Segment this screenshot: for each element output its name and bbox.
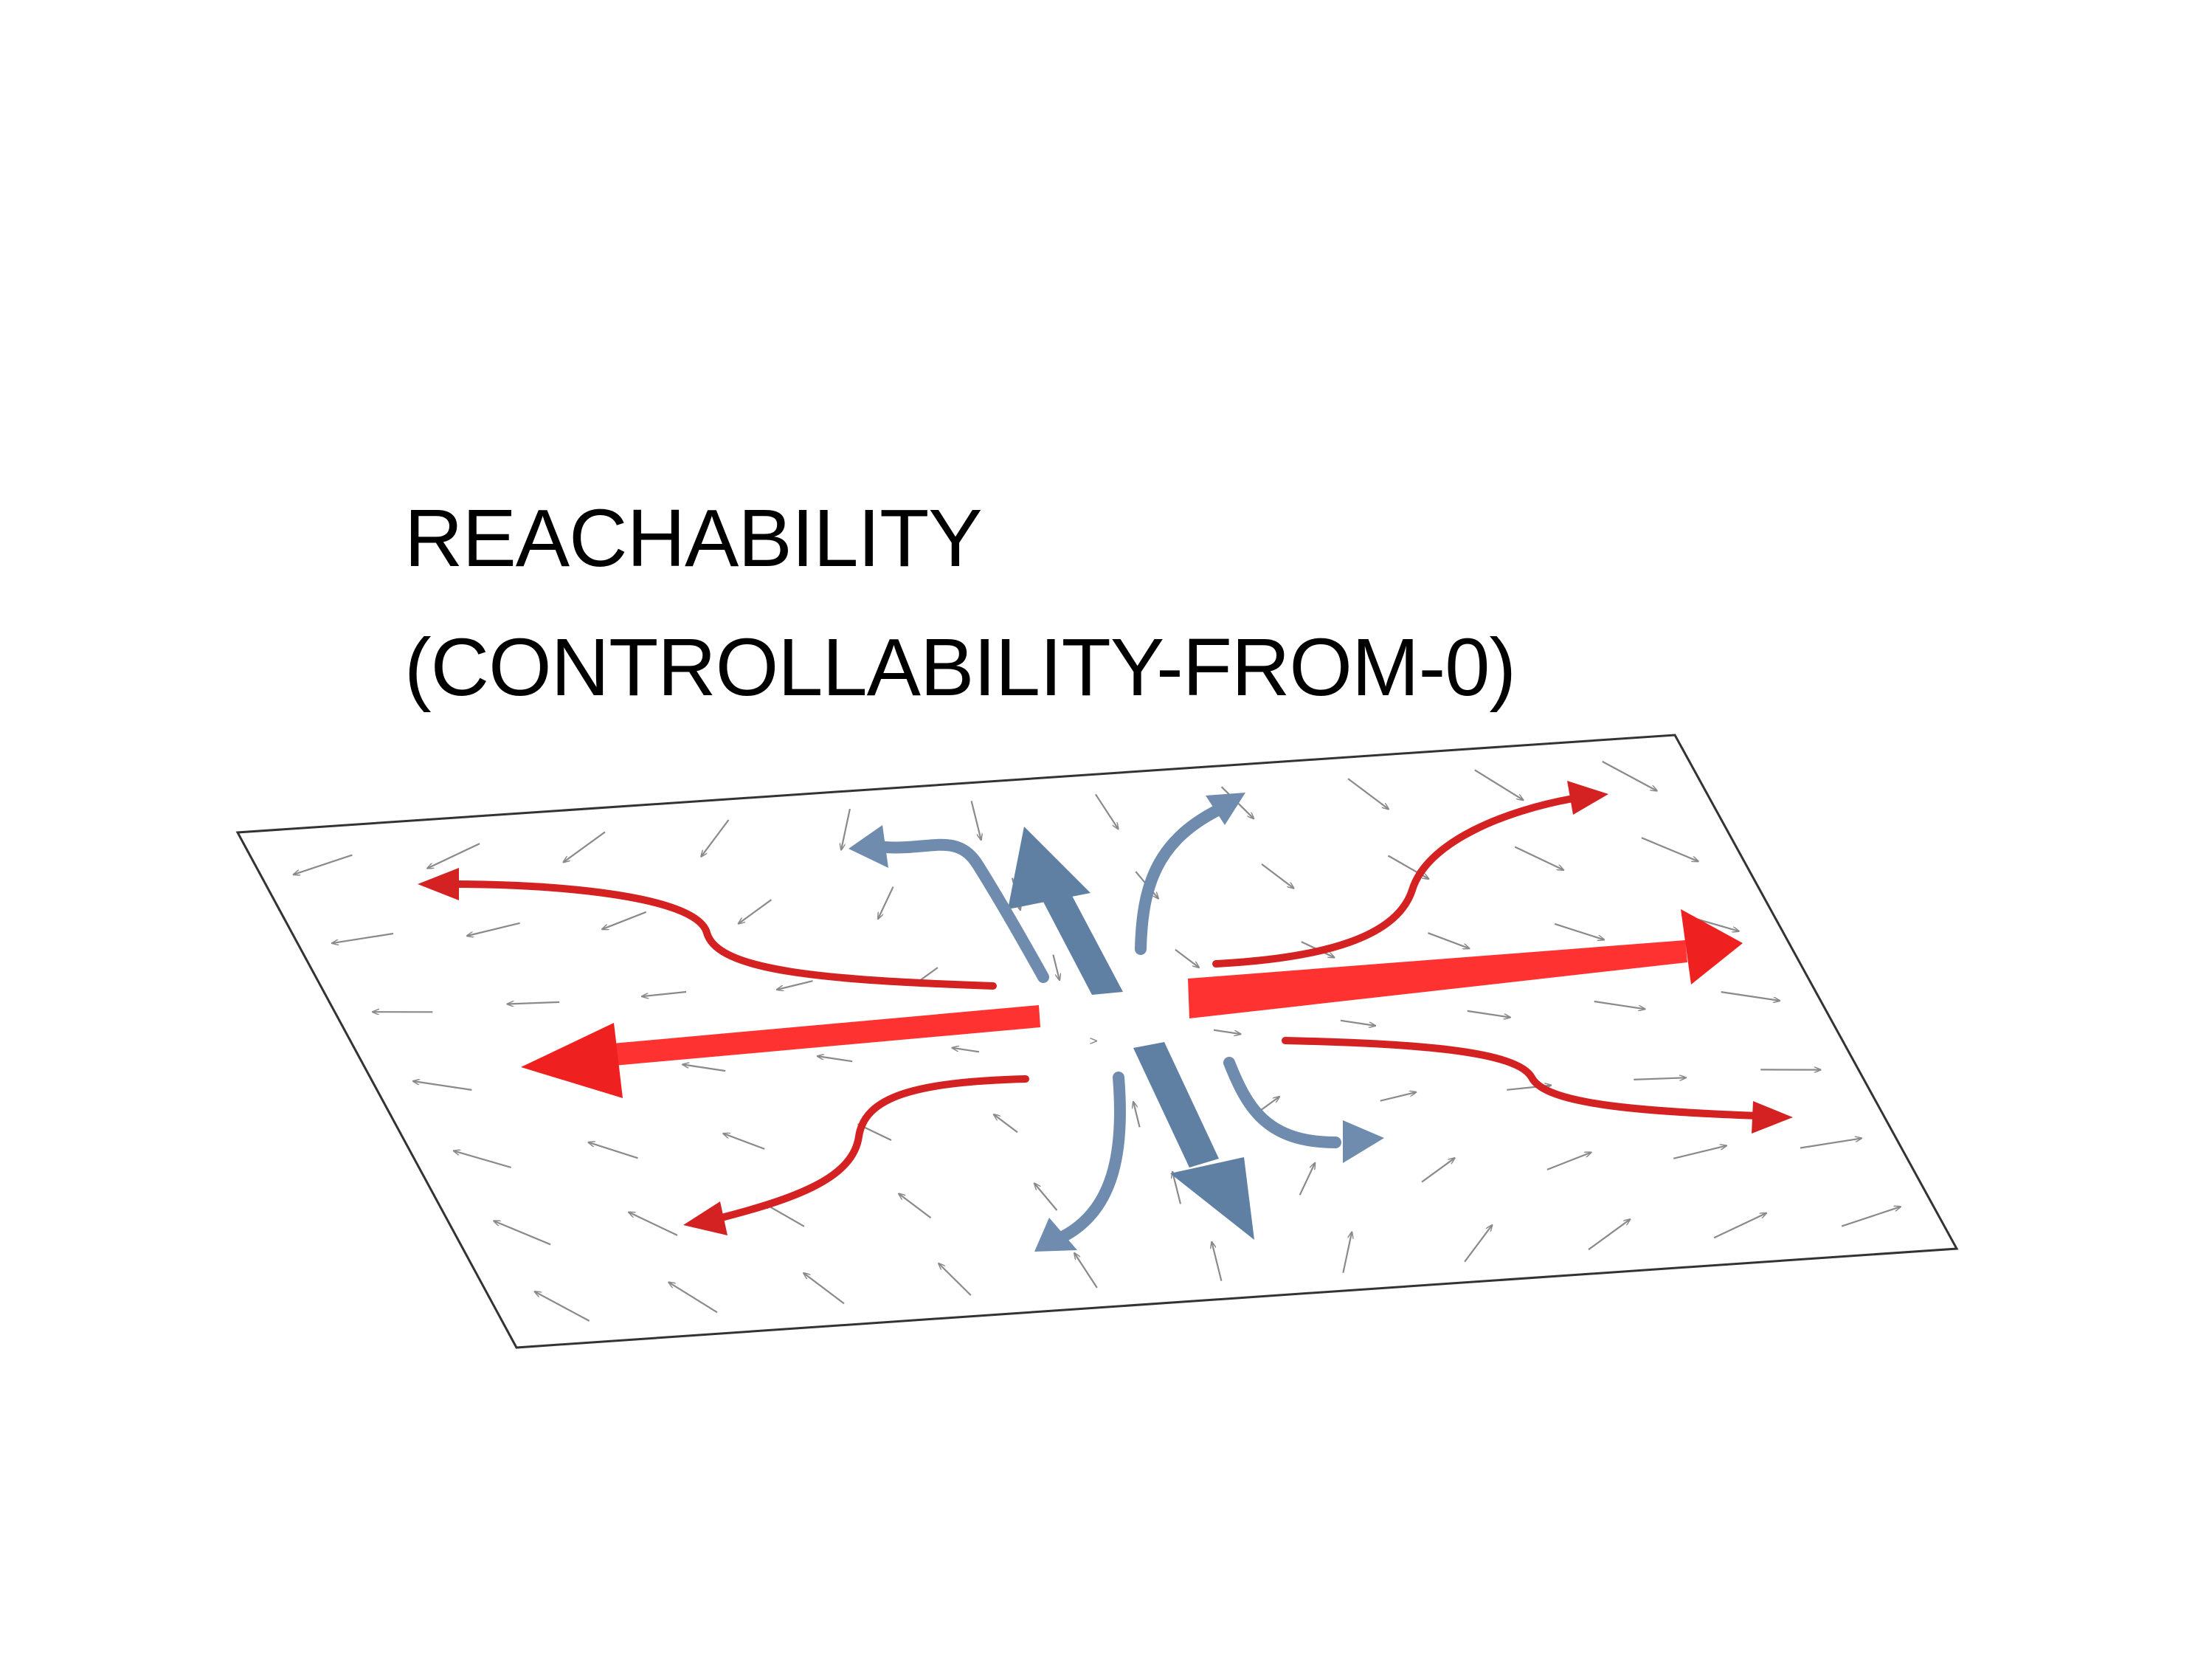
field-vector-arrow-icon xyxy=(1721,991,1780,1001)
field-vector-arrow-icon xyxy=(841,808,851,849)
field-vector-arrow-icon xyxy=(564,831,606,862)
field-vector-arrow-icon xyxy=(1175,948,1199,968)
field-vector-arrow-icon xyxy=(332,932,394,943)
field-vector-arrow-icon xyxy=(1467,1010,1510,1018)
field-vector-arrow-icon xyxy=(899,1194,932,1219)
vector-field xyxy=(294,760,1901,1322)
field-vector-arrow-icon xyxy=(494,1221,551,1246)
red-big-left-arrow-icon xyxy=(521,1005,1040,1098)
field-vector-arrow-icon xyxy=(777,980,813,990)
field-vector-arrow-icon xyxy=(1634,1077,1686,1080)
field-vector-arrow-icon xyxy=(1421,1158,1455,1183)
field-vector-arrow-icon xyxy=(1546,1153,1591,1170)
field-vector-arrow-icon xyxy=(1380,1092,1417,1102)
field-vector-arrow-icon xyxy=(1464,1225,1492,1263)
field-vector-arrow-icon xyxy=(1094,793,1119,829)
field-vector-arrow-icon xyxy=(1800,1138,1862,1149)
field-vector-arrow-icon xyxy=(1474,769,1524,800)
field-vector-arrow-icon xyxy=(1602,760,1657,791)
field-vector-arrow-icon xyxy=(701,819,730,857)
field-vector-arrow-icon xyxy=(994,1114,1018,1134)
field-vector-arrow-icon xyxy=(1052,954,1060,980)
slide-subtitle: (CONTROLLABILITY-FROM-0) xyxy=(404,622,1516,713)
field-vector-arrow-icon xyxy=(1841,1207,1901,1227)
field-vector-arrow-icon xyxy=(427,843,480,869)
field-vector-arrow-icon xyxy=(970,801,981,840)
field-vector-arrow-icon xyxy=(1133,1102,1141,1128)
red-curve-lower-left-arrow-icon xyxy=(683,1075,1029,1235)
blue-curve-upper-left-arrow-icon xyxy=(848,825,1049,983)
field-vector-arrow-icon xyxy=(454,1151,511,1168)
blue-arrows xyxy=(848,793,1384,1252)
field-vector-arrow-icon xyxy=(1213,1029,1241,1035)
red-curve-upper-right-arrow-icon xyxy=(1212,781,1608,968)
field-vector-arrow-icon xyxy=(739,899,773,923)
field-vector-arrow-icon xyxy=(602,911,647,929)
field-vector-arrow-icon xyxy=(1034,1184,1058,1211)
field-vector-arrow-icon xyxy=(939,1263,972,1296)
field-vector-arrow-icon xyxy=(294,854,353,875)
blue-big-down-arrow-icon xyxy=(1133,1042,1254,1240)
field-vector-arrow-icon xyxy=(413,1081,472,1091)
field-vector-arrow-icon xyxy=(668,1283,718,1314)
field-vector-arrow-icon xyxy=(1673,1145,1727,1159)
field-vector-arrow-icon xyxy=(535,1291,590,1322)
field-vector-arrow-icon xyxy=(589,1142,638,1159)
slide-title: REACHABILITY xyxy=(404,493,983,584)
red-curve-lower-right-arrow-icon xyxy=(1282,1037,1793,1134)
red-curve-upper-left-arrow-icon xyxy=(418,868,997,990)
field-vector-arrow-icon xyxy=(1514,846,1563,870)
field-vector-arrow-icon xyxy=(803,1273,845,1305)
state-plane xyxy=(235,734,1959,1349)
field-vector-arrow-icon xyxy=(642,990,687,996)
field-vector-arrow-icon xyxy=(682,1064,726,1072)
field-vector-arrow-icon xyxy=(1342,1232,1352,1273)
field-vector-arrow-icon xyxy=(818,1056,853,1063)
red-big-right-arrow-icon xyxy=(1188,909,1743,1018)
field-vector-arrow-icon xyxy=(1212,1242,1223,1281)
field-vector-arrow-icon xyxy=(1594,1000,1645,1009)
blue-curve-lower-right-arrow-icon xyxy=(1223,1057,1384,1163)
field-vector-arrow-icon xyxy=(1641,837,1698,861)
field-vector-arrow-icon xyxy=(1172,1172,1182,1204)
blue-curve-upper-right-arrow-icon xyxy=(1135,793,1245,955)
blue-curve-lower-left-arrow-icon xyxy=(1034,1072,1126,1252)
field-vector-arrow-icon xyxy=(1340,1019,1375,1026)
field-vector-arrow-icon xyxy=(508,1002,560,1004)
field-vector-arrow-icon xyxy=(467,922,520,936)
field-vector-arrow-icon xyxy=(1713,1213,1766,1239)
field-vector-arrow-icon xyxy=(629,1213,678,1236)
field-vector-arrow-icon xyxy=(723,1134,765,1150)
field-vector-arrow-icon xyxy=(1347,778,1389,809)
field-vector-arrow-icon xyxy=(878,886,894,919)
field-vector-arrow-icon xyxy=(1299,1163,1316,1196)
blue-big-up-arrow-icon xyxy=(1008,827,1123,995)
field-vector-arrow-icon xyxy=(1428,932,1469,948)
red-arrows xyxy=(418,781,1793,1235)
field-vector-arrow-icon xyxy=(1554,922,1604,940)
field-vector-arrow-icon xyxy=(1588,1219,1630,1251)
field-vector-arrow-icon xyxy=(1261,863,1294,889)
field-vector-arrow-icon xyxy=(1074,1253,1098,1289)
field-vector-arrow-icon xyxy=(953,1048,980,1053)
